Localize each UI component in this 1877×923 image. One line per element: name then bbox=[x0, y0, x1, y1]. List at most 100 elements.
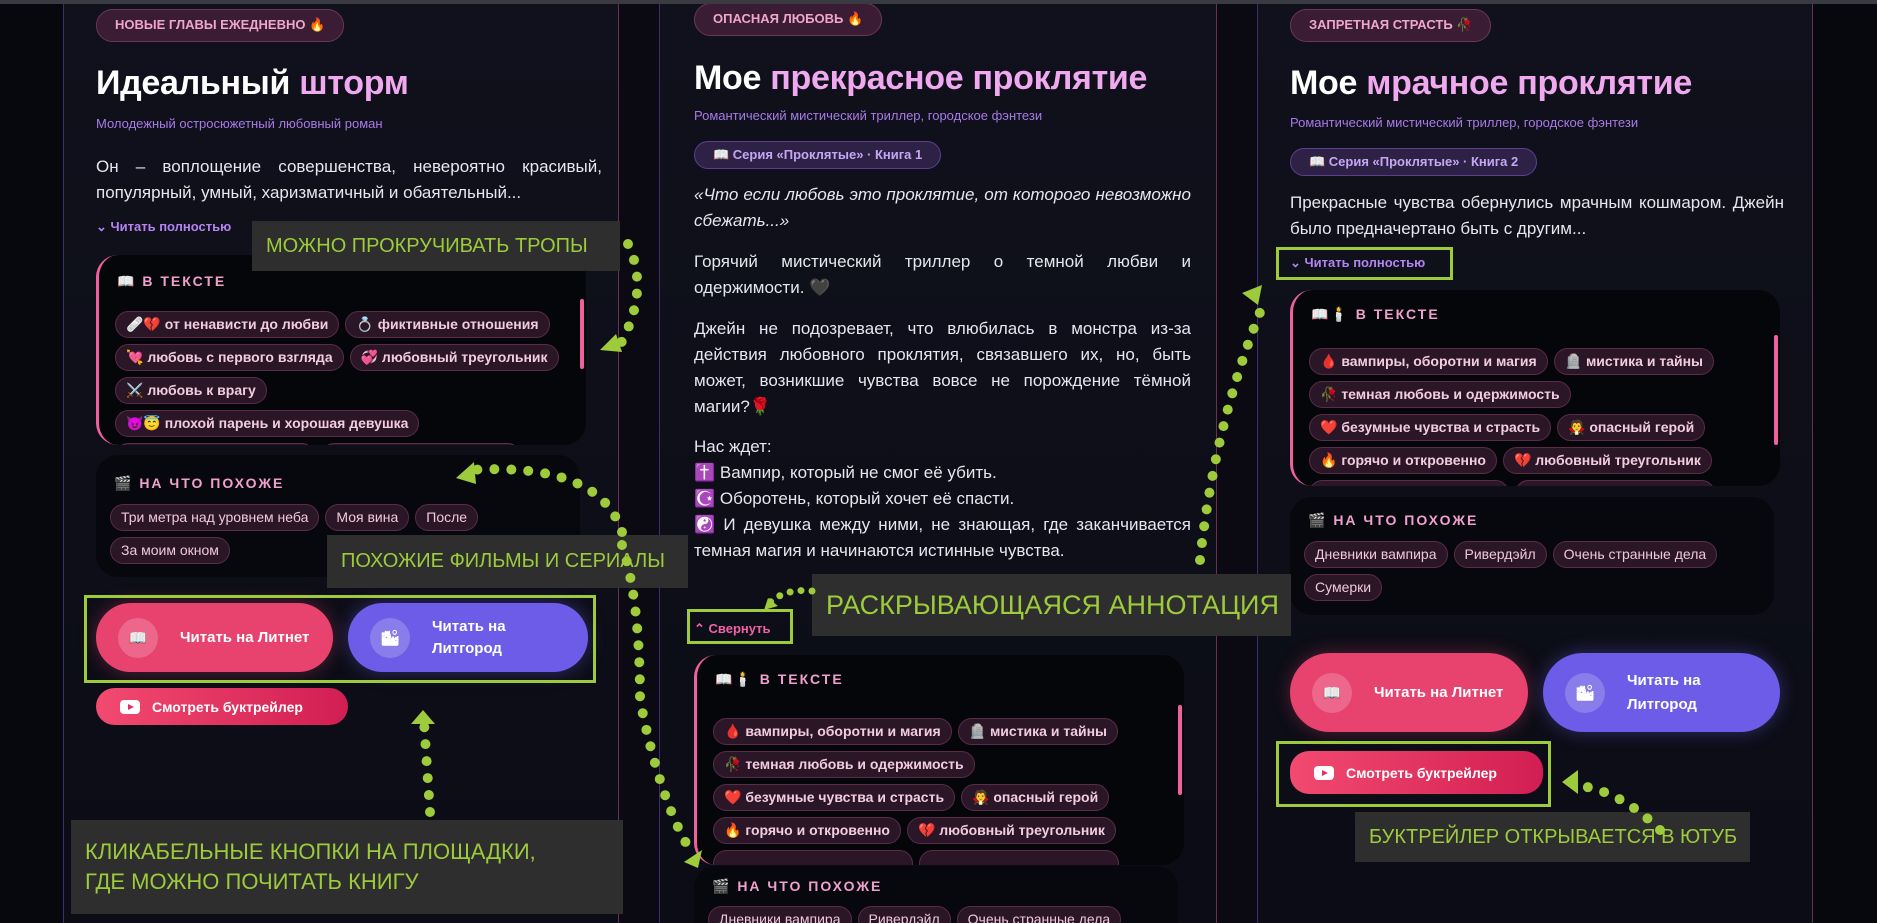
trope-tag: 🩸 вампиры, оборотни и магия bbox=[1309, 348, 1548, 375]
trope-tag: 🥀 темная любовь и одержимость bbox=[713, 751, 975, 778]
read-more-label: Читать полностью bbox=[110, 219, 232, 234]
note-platform-buttons: КЛИКАБЕЛЬНЫЕ КНОПКИ НА ПЛОЩАДКИ, ГДЕ МОЖ… bbox=[71, 820, 623, 914]
window-top-bar bbox=[0, 0, 1877, 4]
book-quote: «Что если любовь это проклятие, от котор… bbox=[694, 185, 1191, 230]
open-book-icon: 📖 bbox=[118, 617, 158, 658]
trope-tag: 🩸 вампиры, оборотни и магия bbox=[713, 718, 952, 745]
book-description: Прекрасные чувства обернулись мрачным ко… bbox=[1290, 193, 1784, 238]
trailer-label: Смотреть буктрейлер bbox=[152, 698, 303, 715]
book-card-dark-curse: ЗАПРЕТНАЯ СТРАСТЬ 🥀 Мое мрачное прокляти… bbox=[1257, 4, 1813, 923]
similar-tag: Ривердэйл bbox=[1453, 541, 1547, 568]
book-genre: Романтический мистический триллер, город… bbox=[1290, 115, 1639, 130]
tropes-list: 🩸 вампиры, оборотни и магия🪦 мистика и т… bbox=[713, 718, 1160, 865]
trope-tag-clipped bbox=[919, 850, 1119, 865]
trope-tag: ❤️ безумные чувства и страсть bbox=[713, 784, 956, 811]
trope-tag: 🩹💔 от ненависти до любви bbox=[115, 311, 340, 338]
list-title: Нас ждет: bbox=[694, 437, 772, 456]
trailer-label: Смотреть буктрейлер bbox=[1346, 764, 1497, 781]
similar-tag: Дневники вампира bbox=[708, 906, 852, 923]
trope-tag: 💘 любовь с первого взгляда bbox=[115, 344, 344, 371]
book-description-1: Горячий мистический триллер о темной люб… bbox=[694, 252, 1191, 297]
city-icon: 🏙 bbox=[370, 617, 410, 658]
trope-tag: 🔥 горячо и откровенно bbox=[713, 817, 901, 844]
tropes-panel[interactable]: 📖🕯️ В ТЕКСТЕ 🩸 вампиры, оборотни и магия… bbox=[1290, 290, 1780, 486]
note-scroll-tropes: МОЖНО ПРОКРУЧИВАТЬ ТРОПЫ bbox=[252, 221, 620, 271]
tropes-header: 📖 В ТЕКСТЕ bbox=[117, 273, 227, 289]
status-badge: ОПАСНАЯ ЛЮБОВЬ 🔥 bbox=[694, 4, 883, 36]
column-gap bbox=[619, 4, 659, 923]
highlight-buttons bbox=[84, 595, 596, 683]
series-badge: 📖 Серия «Проклятые» · Книга 1 bbox=[694, 141, 942, 169]
collapse-toggle[interactable]: ⌃ Свернуть bbox=[694, 621, 771, 636]
city-icon: 🏙 bbox=[1565, 672, 1605, 713]
book-title: Мое прекрасное проклятие bbox=[694, 59, 1147, 98]
read-more-toggle[interactable]: ⌄ Читать полностью bbox=[1290, 255, 1426, 270]
book-title: Мое мрачное проклятие bbox=[1290, 64, 1692, 103]
similar-list: Дневники вампира Ривердэйл Очень странные … bbox=[708, 906, 1154, 923]
list-item: ☪️ Оборотень, который хочет её спасти. bbox=[694, 489, 1015, 508]
title-accent: прекрасное проклятие bbox=[770, 59, 1148, 97]
tropes-panel[interactable]: 📖 В ТЕКСТЕ 🩹💔 от ненависти до любви💍 фик… bbox=[96, 255, 586, 445]
title-accent: мрачное проклятие bbox=[1366, 64, 1692, 102]
similar-tag: Ривердэйл bbox=[857, 906, 951, 923]
tropes-scrollbar[interactable] bbox=[1774, 335, 1778, 445]
similar-tag: Сумерки bbox=[1304, 574, 1383, 601]
read-on-litnet-button[interactable]: 📖Читать на Литнет bbox=[1290, 653, 1528, 732]
column-gap bbox=[1217, 4, 1257, 923]
similar-tag: Моя вина bbox=[325, 504, 410, 531]
watch-trailer-button[interactable]: Смотреть буктрейлер bbox=[96, 688, 348, 725]
watch-trailer-button[interactable]: Смотреть буктрейлер bbox=[1290, 751, 1543, 794]
title-plain: Мое bbox=[694, 59, 762, 97]
tropes-header: 📖🕯️ В ТЕКСТЕ bbox=[715, 671, 844, 687]
similar-tag: Очень странные дела bbox=[956, 906, 1122, 923]
read-on-litgorod-button[interactable]: 🏙Читать на Литгород bbox=[1543, 653, 1780, 732]
similar-tag: После bbox=[415, 504, 479, 531]
tropes-list: 🩹💔 от ненависти до любви💍 фиктивные отно… bbox=[115, 311, 562, 445]
read-more-label: Читать полностью bbox=[1304, 255, 1426, 270]
trope-tag: 💍 фиктивные отношения bbox=[345, 311, 550, 338]
similar-tag: Дневники вампира bbox=[1304, 541, 1448, 568]
note-expandable: РАСКРЫВАЮЩАЯСЯ АННОТАЦИЯ bbox=[812, 574, 1291, 636]
trope-tag-clipped bbox=[321, 443, 521, 445]
highlight-trailer bbox=[1276, 741, 1551, 807]
trope-tag-clipped bbox=[713, 850, 913, 865]
read-on-litnet-button[interactable]: 📖 Читать на Литнет bbox=[96, 603, 333, 672]
title-accent: шторм bbox=[299, 64, 409, 102]
tropes-scrollbar[interactable] bbox=[1178, 705, 1182, 795]
trope-tag: 🧛 опасный герой bbox=[961, 784, 1110, 811]
book-card-ideal-storm: НОВЫЕ ГЛАВЫ ЕЖЕДНЕВНО 🔥 Идеальный шторм … bbox=[63, 4, 619, 923]
trope-tag: 🔥 горячо и откровенно bbox=[1309, 447, 1497, 474]
trope-tag: 💞 любовный треугольник bbox=[349, 344, 559, 371]
status-badge: НОВЫЕ ГЛАВЫ ЕЖЕДНЕВНО 🔥 bbox=[96, 9, 345, 42]
similar-header: 🎬 НА ЧТО ПОХОЖЕ bbox=[114, 475, 285, 491]
book-title: Идеальный шторм bbox=[96, 64, 409, 103]
book-card-beautiful-curse: ОПАСНАЯ ЛЮБОВЬ 🔥 Мое прекрасное прокляти… bbox=[659, 4, 1217, 923]
read-more-toggle[interactable]: ⌄ Читать полностью bbox=[96, 219, 232, 234]
tropes-list: 🩸 вампиры, оборотни и магия🪦 мистика и т… bbox=[1309, 348, 1756, 486]
trope-tag: 🥀 темная любовь и одержимость bbox=[1309, 381, 1571, 408]
youtube-icon bbox=[1314, 765, 1334, 780]
tropes-scrollbar[interactable] bbox=[580, 299, 584, 369]
trope-tag: 🪦 мистика и тайны bbox=[957, 718, 1118, 745]
trope-tag-clipped bbox=[115, 443, 315, 445]
litnet-label: Читать на Литнет bbox=[180, 629, 310, 646]
book-description: Он – воплощение совершенства, невероятно… bbox=[96, 157, 602, 202]
book-genre: Молодежный остросюжетный любовный роман bbox=[96, 116, 383, 131]
similar-panel: 🎬 НА ЧТО ПОХОЖЕ Дневники вампира Ривердэй… bbox=[694, 866, 1178, 923]
list-item: ✝️ Вампир, который не смог её убить. bbox=[694, 463, 997, 482]
title-plain: Мое bbox=[1290, 64, 1358, 102]
similar-header: 🎬 НА ЧТО ПОХОЖЕ bbox=[712, 878, 883, 894]
collapse-label: Свернуть bbox=[708, 621, 771, 636]
trope-tag: 💔 любовный треугольник bbox=[1502, 447, 1712, 474]
trope-tag: ❤️ безумные чувства и страсть bbox=[1309, 414, 1552, 441]
youtube-icon bbox=[120, 699, 140, 714]
tropes-panel[interactable]: 📖🕯️ В ТЕКСТЕ 🩸 вампиры, оборотни и магия… bbox=[694, 655, 1184, 865]
trope-tag-clipped bbox=[1309, 480, 1509, 486]
highlight-read-more bbox=[1276, 247, 1453, 280]
title-plain: Идеальный bbox=[96, 64, 291, 102]
similar-tag: Очень странные дела bbox=[1552, 541, 1718, 568]
note-line: КЛИКАБЕЛЬНЫЕ КНОПКИ НА ПЛОЩАДКИ, bbox=[85, 839, 536, 864]
read-on-litgorod-button[interactable]: 🏙Читать на Литгород bbox=[348, 603, 588, 672]
